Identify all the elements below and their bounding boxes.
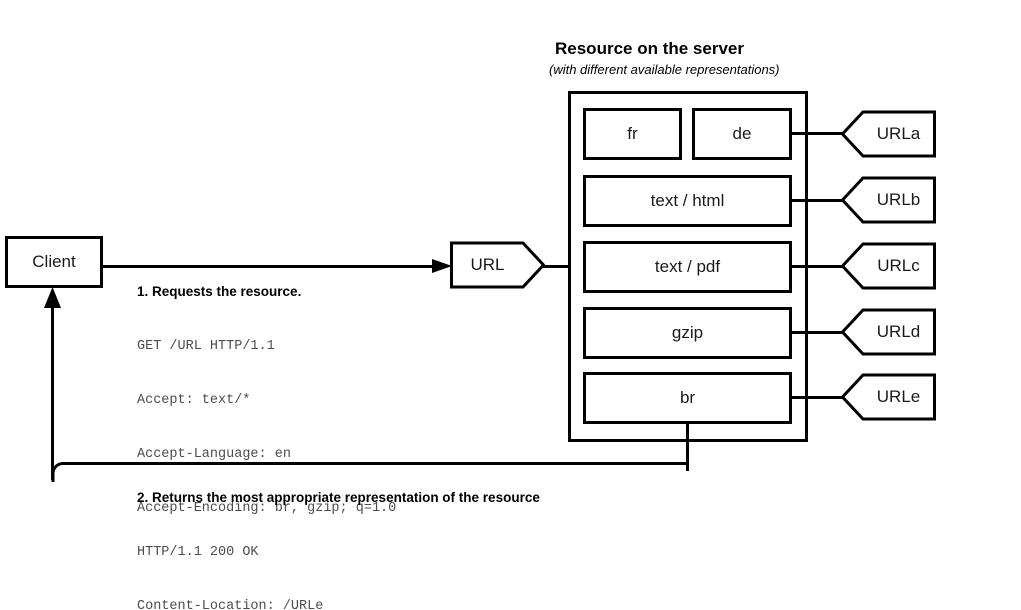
representation-box-fr[interactable]: fr	[583, 108, 682, 160]
url-variant-tag-urld[interactable]: URLd	[841, 308, 936, 356]
response-step-title: 2. Returns the most appropriate represen…	[137, 490, 540, 505]
representation-label: gzip	[671, 323, 704, 342]
url-variant-tag-urlc[interactable]: URLc	[841, 242, 936, 290]
representation-box-de[interactable]: de	[692, 108, 792, 160]
connector-pdf-to-urlc	[792, 265, 843, 268]
server-subtitle: (with different available representation…	[549, 62, 780, 77]
url-variant-label: URLa	[876, 124, 921, 143]
response-arrowhead-icon	[44, 287, 61, 308]
representation-box-br[interactable]: br	[583, 372, 792, 424]
representation-label: text / html	[650, 191, 725, 210]
request-header-line: Accept-Encoding: br, gzip; q=1.0	[137, 501, 397, 516]
url-variant-tag-urle[interactable]: URLe	[841, 373, 936, 421]
pentagon-left-shape	[841, 308, 936, 356]
representation-label: br	[679, 388, 696, 407]
pentagon-left-shape	[841, 242, 936, 290]
representation-box-text-html[interactable]: text / html	[583, 175, 792, 227]
request-connector-line	[103, 265, 438, 268]
pentagon-left-shape	[841, 176, 936, 224]
request-headers: GET /URL HTTP/1.1 Accept: text/* Accept-…	[137, 302, 396, 554]
url-variant-label: URLe	[876, 387, 921, 406]
connector-de-to-urla	[792, 132, 843, 135]
request-header-line: GET /URL HTTP/1.1	[137, 339, 275, 354]
request-text-block: 1. Requests the resource. GET /URL HTTP/…	[137, 284, 396, 554]
url-variant-label: URLd	[876, 322, 921, 341]
representation-box-text-pdf[interactable]: text / pdf	[583, 241, 792, 293]
pentagon-left-shape	[841, 373, 936, 421]
request-header-line: Accept-Language: en	[137, 447, 291, 462]
response-header-line: HTTP/1.1 200 OK	[137, 545, 259, 560]
representation-label: de	[732, 124, 752, 143]
representation-label: fr	[627, 124, 638, 143]
response-line-vertical-up	[51, 300, 54, 480]
connector-html-to-urlb	[792, 199, 843, 202]
response-headers: HTTP/1.1 200 OK Content-Location: /URLe …	[137, 508, 540, 610]
connector-gzip-to-urld	[792, 331, 843, 334]
response-text-block: 2. Returns the most appropriate represen…	[137, 490, 540, 610]
response-line-vertical-down	[686, 424, 689, 471]
response-header-line: Content-Location: /URLe	[137, 599, 324, 610]
url-request-tag[interactable]: URL	[450, 241, 545, 289]
url-variant-tag-urla[interactable]: URLa	[841, 110, 936, 158]
url-request-label: URL	[470, 255, 505, 274]
pentagon-right-shape	[450, 241, 545, 289]
client-label: Client	[32, 252, 76, 271]
url-variant-label: URLc	[877, 256, 920, 275]
request-header-line: Accept: text/*	[137, 393, 251, 408]
connector-br-to-urle	[792, 396, 843, 399]
client-box[interactable]: Client	[5, 236, 103, 288]
request-arrowhead-icon	[432, 259, 452, 273]
server-title: Resource on the server	[555, 39, 744, 58]
request-step-title: 1. Requests the resource.	[137, 284, 302, 299]
url-variant-tag-urlb[interactable]: URLb	[841, 176, 936, 224]
representation-label: text / pdf	[654, 257, 721, 276]
pentagon-left-shape	[841, 110, 936, 158]
representation-box-gzip[interactable]: gzip	[583, 307, 792, 359]
connector-url-to-server	[543, 265, 570, 268]
url-variant-label: URLb	[876, 190, 921, 209]
